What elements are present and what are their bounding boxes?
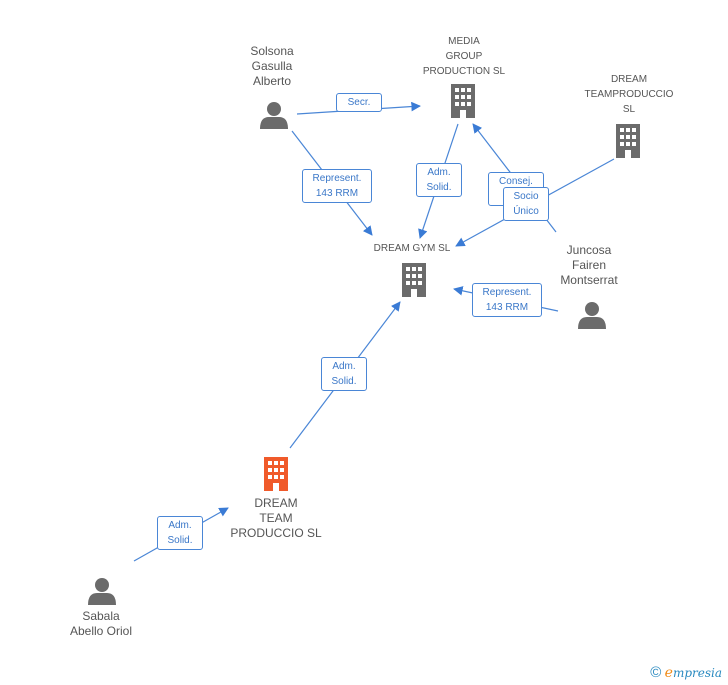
- brand-first-letter: e: [664, 665, 673, 681]
- person-icon[interactable]: [258, 98, 290, 130]
- building-icon[interactable]: [449, 84, 479, 120]
- edge-label-adm-sabala[interactable]: Adm. Solid.: [157, 516, 203, 550]
- edge-label-secr[interactable]: Secr.: [336, 93, 382, 112]
- node-label-dream-team-right[interactable]: DREAM TEAMPRODUCCIO SL: [584, 74, 674, 115]
- person-icon[interactable]: [86, 574, 118, 606]
- node-label-juncosa[interactable]: Juncosa Fairen Montserrat: [560, 243, 618, 287]
- edge-label-socio-unico[interactable]: Socio Único: [503, 187, 549, 221]
- node-label-dream-team-main[interactable]: DREAM TEAM PRODUCCIO SL: [230, 496, 322, 540]
- edge-label-adm-media[interactable]: Adm. Solid.: [416, 163, 462, 197]
- empresia-logo[interactable]: © empresia: [650, 664, 722, 681]
- node-label-solsona[interactable]: Solsona Gasulla Alberto: [250, 44, 294, 88]
- node-label-sabala[interactable]: Sabala Abello Oriol: [69, 609, 133, 638]
- person-icon[interactable]: [576, 298, 608, 330]
- node-label-dream-gym[interactable]: DREAM GYM SL: [373, 243, 451, 254]
- edge-label-represent-juncosa[interactable]: Represent. 143 RRM: [472, 283, 542, 317]
- node-label-media-group[interactable]: MEDIA GROUP PRODUCTION SL: [422, 36, 506, 77]
- building-icon-highlight[interactable]: [262, 457, 292, 493]
- brand-rest: mpresia: [672, 666, 722, 680]
- edge-label-adm-dreamteam[interactable]: Adm. Solid.: [321, 357, 367, 391]
- building-icon[interactable]: [614, 124, 644, 160]
- building-icon[interactable]: [400, 263, 430, 299]
- edge-label-represent-solsona[interactable]: Represent. 143 RRM: [302, 169, 372, 203]
- copyright-symbol: ©: [650, 664, 662, 681]
